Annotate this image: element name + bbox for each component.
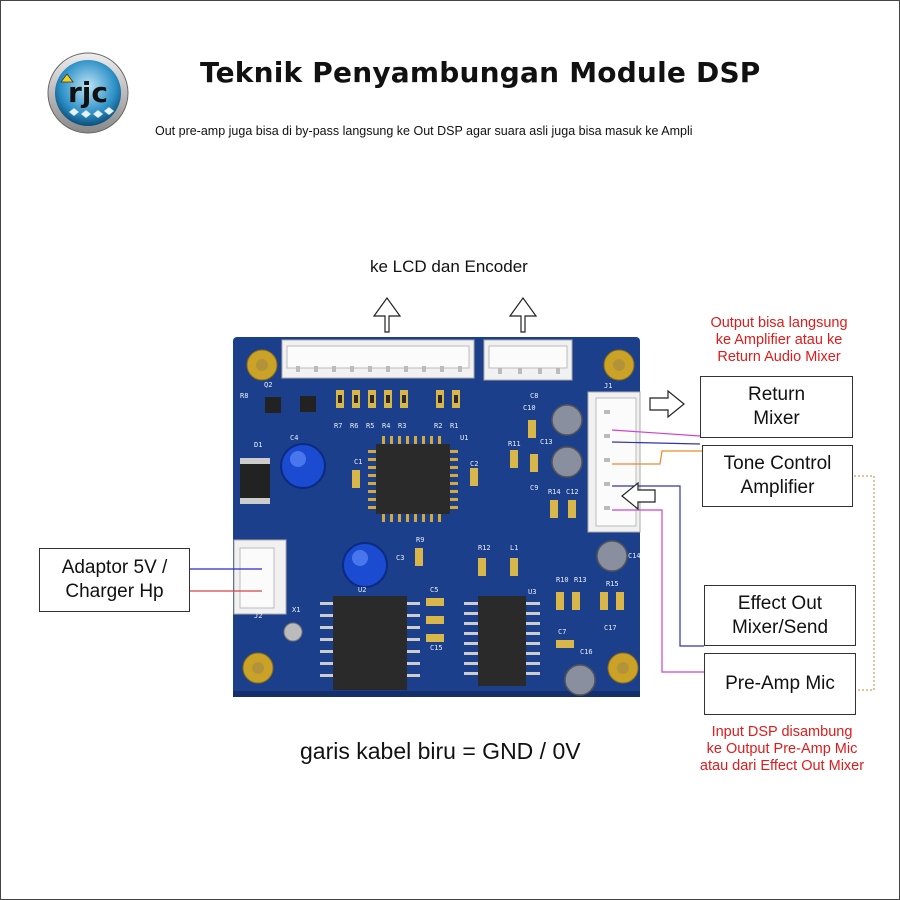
silk-label-c14: C14 bbox=[628, 552, 641, 560]
return-mixer-line-2: Mixer bbox=[753, 408, 800, 429]
gnd-wire-note: garis kabel biru = GND / 0V bbox=[300, 738, 581, 764]
silk-label-c16: C16 bbox=[580, 648, 593, 656]
silk-label-u3: U3 bbox=[528, 588, 536, 596]
input-note-line-2: ke Output Pre-Amp Mic bbox=[706, 741, 858, 757]
bypass-dotted-wire bbox=[854, 475, 875, 691]
effect-out-line-2: Mixer/Send bbox=[731, 616, 829, 638]
silk-label-j1: J1 bbox=[604, 382, 612, 390]
silk-label-u1: U1 bbox=[460, 434, 468, 442]
silk-label-c2: C2 bbox=[470, 460, 478, 468]
silk-label-r15: R15 bbox=[606, 580, 619, 588]
silk-label-r5: R5 bbox=[366, 422, 374, 430]
adaptor-line-2: Charger Hp bbox=[65, 581, 164, 602]
silk-label-u2: U2 bbox=[358, 586, 366, 594]
effect-out-wire bbox=[612, 485, 704, 647]
silk-label-c13: C13 bbox=[540, 438, 553, 446]
rjc-logo: rjc bbox=[47, 52, 129, 134]
silk-label-r4: R4 bbox=[382, 422, 390, 430]
silk-label-r12: R12 bbox=[478, 544, 491, 552]
input-note-line-1: Input DSP disambung bbox=[711, 724, 853, 740]
silk-label-c17: C17 bbox=[604, 624, 617, 632]
input-note: Input DSP disambung ke Output Pre-Amp Mi… bbox=[684, 724, 880, 775]
dsp-pcb-board bbox=[233, 337, 641, 697]
silk-label-c12: C12 bbox=[566, 488, 579, 496]
silk-label-q2: Q2 bbox=[264, 381, 272, 389]
silk-label-c10: C10 bbox=[523, 404, 536, 412]
silk-label-c8: C8 bbox=[530, 392, 538, 400]
adaptor-line-1: Adaptor 5V / bbox=[61, 557, 168, 578]
silk-label-c3: C3 bbox=[396, 554, 404, 562]
pre-amp-box: Pre-Amp Mic bbox=[704, 653, 856, 715]
return-mixer-line-1: Return bbox=[747, 384, 806, 405]
adaptor-box: Adaptor 5V / Charger Hp bbox=[39, 548, 190, 612]
tone-control-line-2: Amplifier bbox=[740, 477, 815, 498]
output-note-line-2: ke Amplifier atau ke bbox=[715, 332, 843, 348]
silk-label-r6: R6 bbox=[350, 422, 358, 430]
silk-label-r14: R14 bbox=[548, 488, 561, 496]
silk-label-r2: R2 bbox=[434, 422, 442, 430]
silk-label-c5: C5 bbox=[430, 586, 438, 594]
right-arrow-icon bbox=[649, 389, 685, 419]
page-subtitle: Out pre-amp juga bisa di by-pass langsun… bbox=[155, 124, 693, 138]
silk-label-c7: C7 bbox=[558, 628, 566, 636]
silk-label-r1: R1 bbox=[450, 422, 458, 430]
pre-amp-wire bbox=[612, 509, 704, 673]
return-mixer-wire bbox=[611, 429, 701, 437]
silk-label-x1: X1 bbox=[292, 606, 300, 614]
input-note-line-3: atau dari Effect Out Mixer bbox=[699, 758, 865, 774]
left-arrow-icon bbox=[621, 481, 656, 511]
silk-label-j2: J2 bbox=[254, 612, 262, 620]
silk-label-c9: C9 bbox=[530, 484, 538, 492]
silk-label-r9: R9 bbox=[416, 536, 424, 544]
logo-text: rjc bbox=[68, 76, 108, 109]
tone-control-wire bbox=[612, 450, 702, 465]
effect-out-line-1: Effect Out bbox=[737, 592, 823, 614]
page-title: Teknik Penyambungan Module DSP bbox=[200, 56, 761, 89]
output-note-line-3: Return Audio Mixer bbox=[717, 349, 841, 365]
silk-label-r10: R10 bbox=[556, 576, 569, 584]
output-note-line-1: Output bisa langsung bbox=[710, 315, 848, 331]
silk-label-c4: C4 bbox=[290, 434, 298, 442]
silk-label-r11: R11 bbox=[508, 440, 521, 448]
silk-label-r3: R3 bbox=[398, 422, 406, 430]
silk-label-r7: R7 bbox=[334, 422, 342, 430]
silk-label-r8: R8 bbox=[240, 392, 248, 400]
silk-label-l1: L1 bbox=[510, 544, 518, 552]
output-note: Output bisa langsung ke Amplifier atau k… bbox=[704, 315, 854, 366]
up-arrow-icon bbox=[508, 296, 538, 333]
lcd-encoder-label: ke LCD dan Encoder bbox=[370, 257, 528, 276]
silk-label-c15: C15 bbox=[430, 644, 443, 652]
silk-label-c1: C1 bbox=[354, 458, 362, 466]
silk-label-d1: D1 bbox=[254, 441, 262, 449]
pre-amp-line-1: Pre-Amp Mic bbox=[725, 673, 835, 694]
tone-control-line-1: Tone Control bbox=[723, 453, 832, 474]
up-arrow-icon bbox=[372, 296, 402, 333]
gnd-wire bbox=[611, 441, 701, 445]
silk-label-r13: R13 bbox=[574, 576, 587, 584]
